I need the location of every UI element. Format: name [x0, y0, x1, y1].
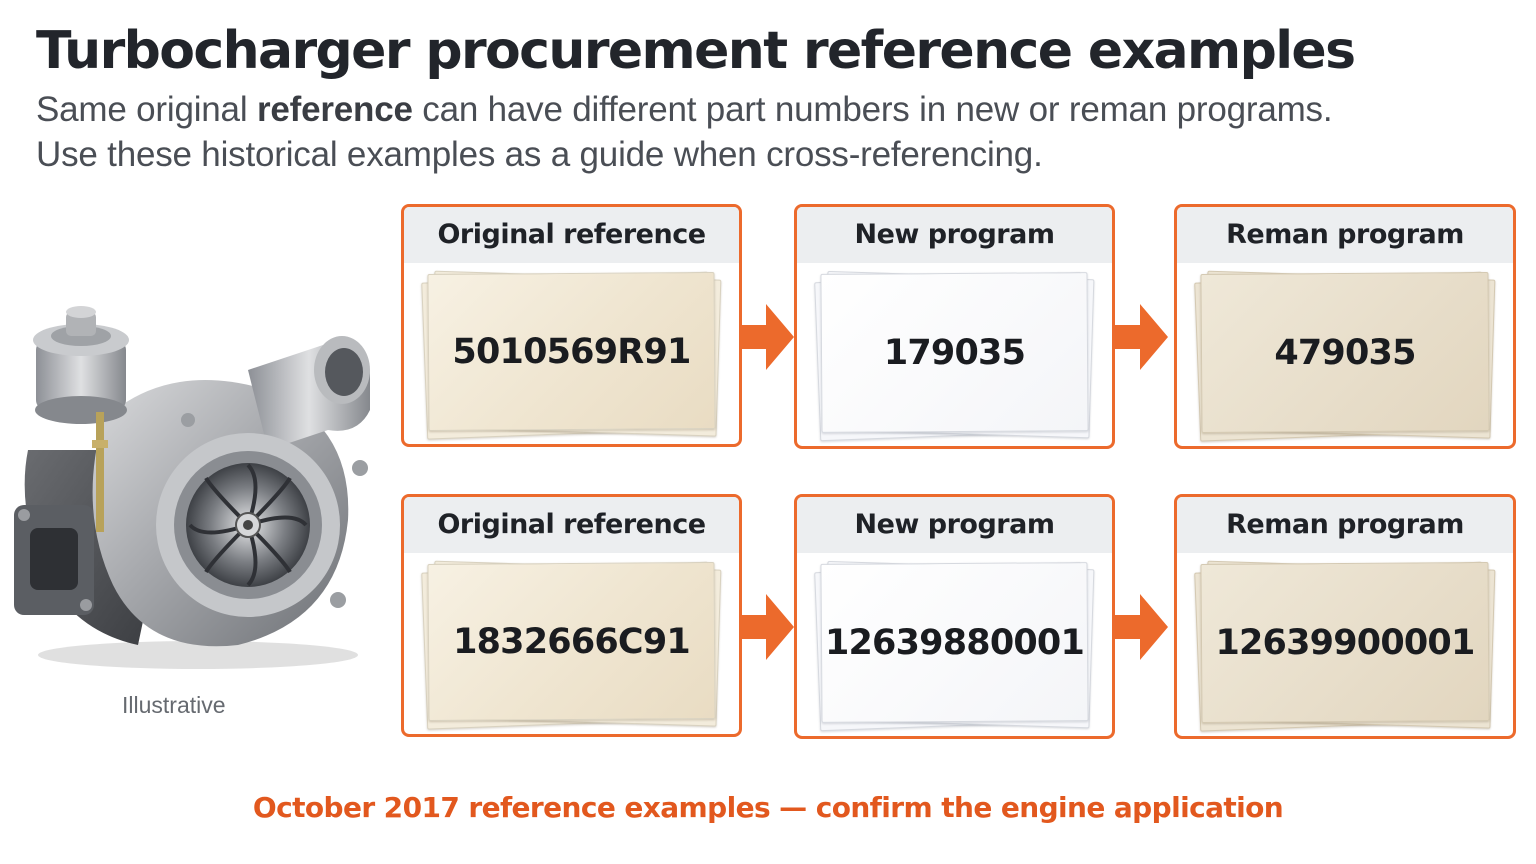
subtitle-line-2: Use these historical examples as a guide… — [36, 135, 1043, 174]
turbocharger-image — [14, 306, 370, 669]
reman-program-card: Reman program 12639900001 — [1174, 494, 1516, 739]
original-reference-header: Original reference — [404, 497, 739, 553]
new-program-card: New program 179035 — [794, 204, 1115, 449]
paper-stack: 12639880001 — [814, 560, 1095, 732]
subtitle-line-1-end: can have different part numbers in new o… — [412, 90, 1333, 129]
reman-program-header: Reman program — [1177, 497, 1513, 553]
new-program-header: New program — [797, 207, 1112, 263]
original-part-number: 5010569R91 — [452, 331, 691, 372]
new-program-card: New program 12639880001 — [794, 494, 1115, 739]
arrow-right-icon — [740, 304, 794, 370]
subtitle-line-1-start: Same original — [36, 90, 257, 129]
reman-part-number: 479035 — [1274, 332, 1416, 373]
paper-stack: 179035 — [814, 270, 1095, 442]
reman-part-number: 12639900001 — [1215, 622, 1475, 663]
arrow-right-icon — [740, 594, 794, 660]
new-program-header: New program — [797, 497, 1112, 553]
illustration-caption: Illustrative — [122, 692, 226, 718]
subtitle-line-1: Same original reference can have differe… — [36, 88, 1333, 132]
new-part-number: 179035 — [883, 332, 1026, 373]
subtitle-line-1-emphasis: reference — [256, 90, 413, 129]
arrow-right-icon — [1114, 304, 1168, 370]
paper-stack: 12639900001 — [1194, 560, 1496, 732]
page-title: Turbocharger procurement reference examp… — [36, 21, 1356, 81]
reman-program-card: Reman program 479035 — [1174, 204, 1516, 449]
arrow-right-icon — [1114, 594, 1168, 660]
original-part-number: 1832666C91 — [453, 621, 691, 662]
paper-stack: 5010569R91 — [421, 270, 722, 440]
original-reference-card: Original reference 1832666C91 — [401, 494, 742, 737]
footer-note: October 2017 reference examples — confir… — [252, 791, 1284, 824]
original-reference-card: Original reference 5010569R91 — [401, 204, 742, 447]
new-part-number: 12639880001 — [824, 622, 1085, 663]
paper-stack: 1832666C91 — [421, 560, 722, 730]
original-reference-header: Original reference — [404, 207, 739, 263]
paper-stack: 479035 — [1194, 270, 1496, 442]
reman-program-header: Reman program — [1177, 207, 1513, 263]
